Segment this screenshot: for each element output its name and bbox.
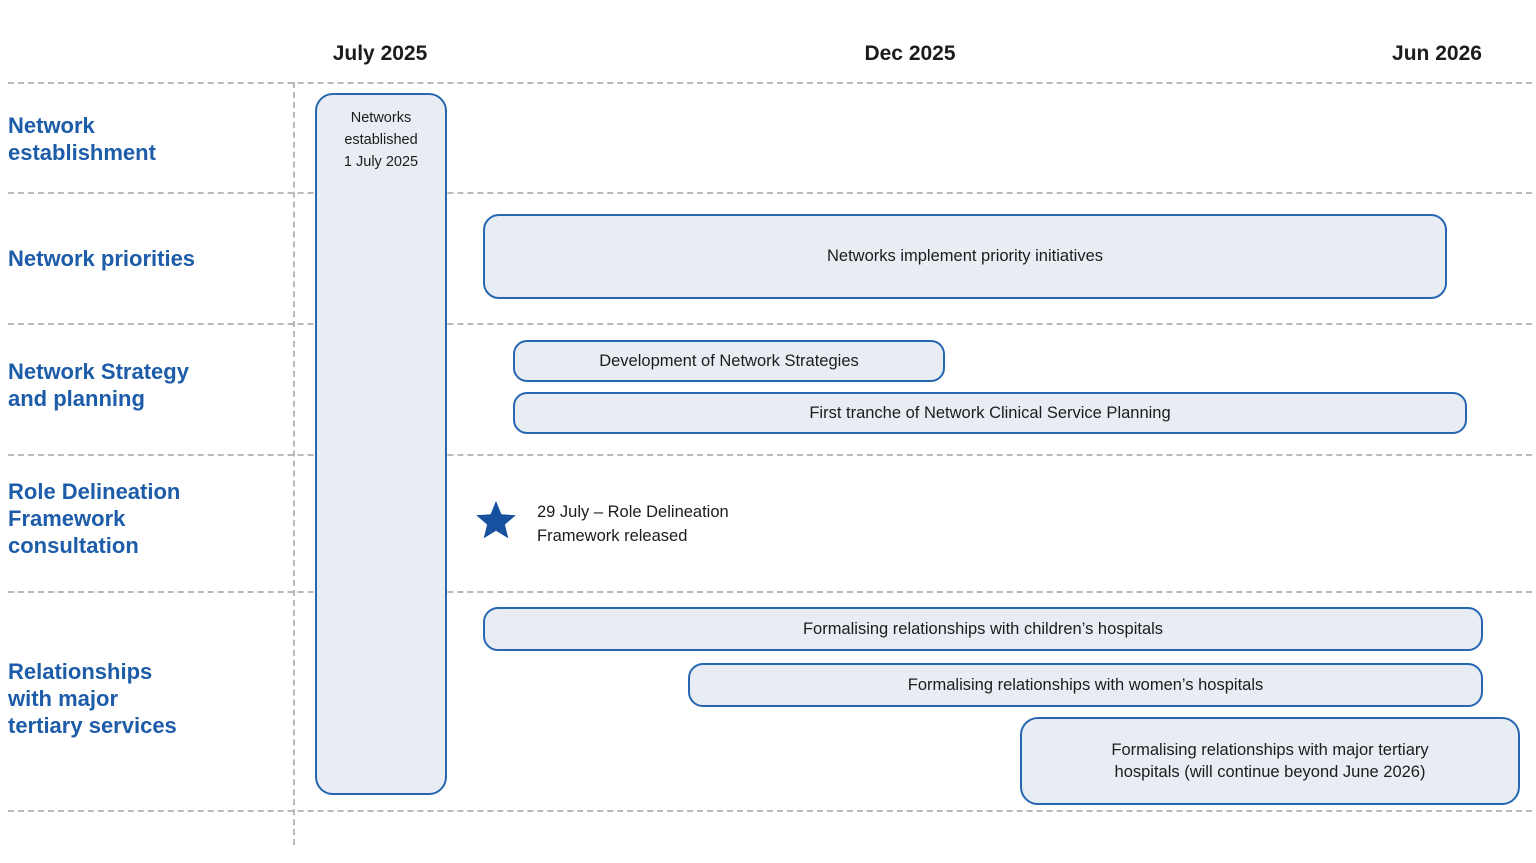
milestone-label: 29 July – Role Delineation Framework rel… xyxy=(537,503,729,545)
star-icon xyxy=(475,501,517,541)
grid-line-top xyxy=(8,82,1532,84)
bar-first-tranche: First tranche of Network Clinical Servic… xyxy=(513,392,1467,434)
row-label-role-delineation: Role Delineation Framework consultation xyxy=(8,479,181,558)
bar-implement-priorities: Networks implement priority initiatives xyxy=(483,214,1447,299)
grid-line-row-1 xyxy=(8,192,1532,194)
bar-tertiary-hospitals: Formalising relationships with major ter… xyxy=(1020,717,1520,805)
row-label-network-strategy: Network Strategy and planning xyxy=(8,359,189,411)
grid-line-bottom xyxy=(8,810,1532,812)
grid-line-row-2 xyxy=(8,323,1532,325)
grid-line-row-3 xyxy=(8,454,1532,456)
axis-label-dec-2025: Dec 2025 xyxy=(864,42,956,65)
grid-line-july-2025 xyxy=(293,82,295,845)
row-label-network-establishment: Network establishment xyxy=(8,113,156,165)
bar-development-strategies: Development of Network Strategies xyxy=(513,340,945,382)
axis-label-jun-2026: Jun 2026 xyxy=(1392,42,1482,65)
row-label-relationships: Relationships with major tertiary servic… xyxy=(8,659,177,738)
bar-networks-established: Networks established 1 July 2025 xyxy=(315,93,447,795)
bar-children-hospitals: Formalising relationships with children’… xyxy=(483,607,1483,651)
axis-label-july-2025: July 2025 xyxy=(332,42,428,65)
row-label-network-priorities: Network priorities xyxy=(8,246,196,271)
bar-women-hospitals: Formalising relationships with women’s h… xyxy=(688,663,1483,707)
grid-line-row-4 xyxy=(8,591,1532,593)
